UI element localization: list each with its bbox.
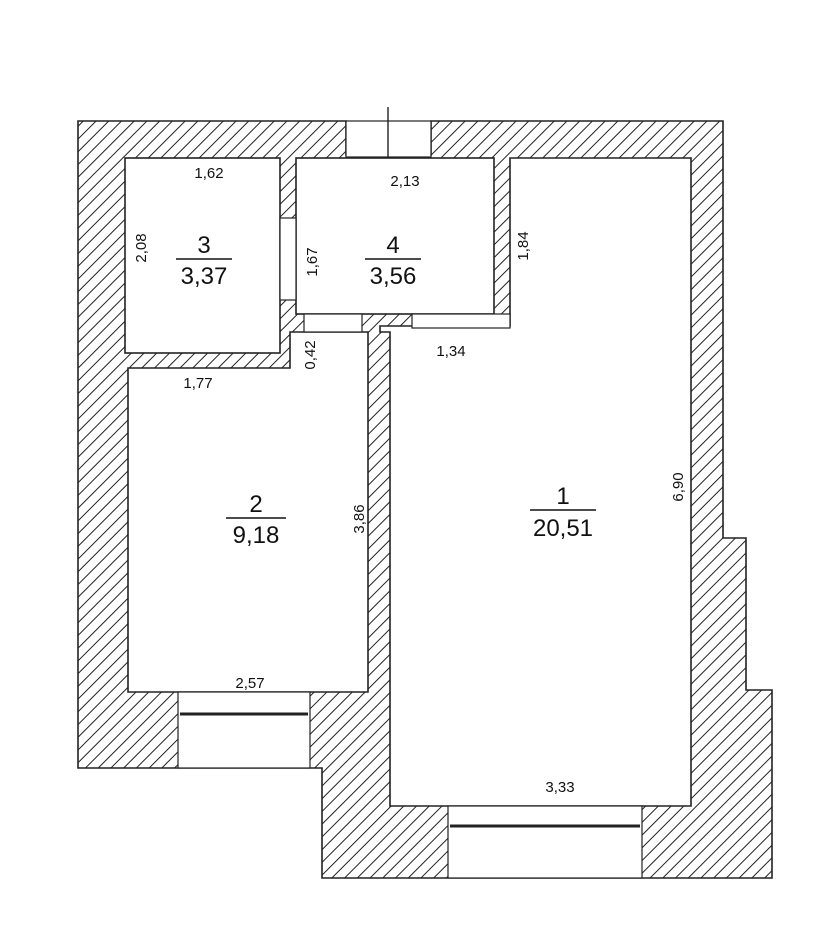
dim-room-1-right: 6,90 <box>670 472 687 501</box>
doorway-3-4 <box>279 217 297 301</box>
dim-room-3-left: 2,08 <box>133 233 150 262</box>
window-room-2 <box>177 691 311 769</box>
room-2-area: 9,18 <box>233 522 280 549</box>
dim-room-2-right: 3,86 <box>351 504 368 533</box>
room-4-area: 3,56 <box>370 263 417 290</box>
dim-room-3-top: 1,62 <box>194 165 223 182</box>
dim-room-4-left: 1,67 <box>304 247 321 276</box>
room-1-area: 20,51 <box>533 515 593 542</box>
dim-room-2-top: 1,77 <box>183 375 212 392</box>
room-2 <box>127 331 369 693</box>
doorway-4-corridor <box>303 313 363 333</box>
dim-room-4-top: 2,13 <box>390 173 419 190</box>
room-4-number: 4 <box>386 232 399 259</box>
room-3 <box>124 157 281 354</box>
dim-room-1-corner: 1,84 <box>515 231 532 260</box>
doorway-hall <box>411 313 511 329</box>
dim-room-2-bottom: 2,57 <box>235 675 264 692</box>
room-1-number: 1 <box>556 483 569 510</box>
room-3-number: 3 <box>197 232 210 259</box>
window-room-1 <box>447 805 643 879</box>
dim-corridor-bottom: 1,34 <box>436 343 465 360</box>
dim-room-1-bottom: 3,33 <box>545 779 574 796</box>
room-3-area: 3,37 <box>181 263 228 290</box>
room-4 <box>295 157 495 315</box>
room-2-number: 2 <box>249 491 262 518</box>
dim-passage: 0,42 <box>302 340 319 369</box>
